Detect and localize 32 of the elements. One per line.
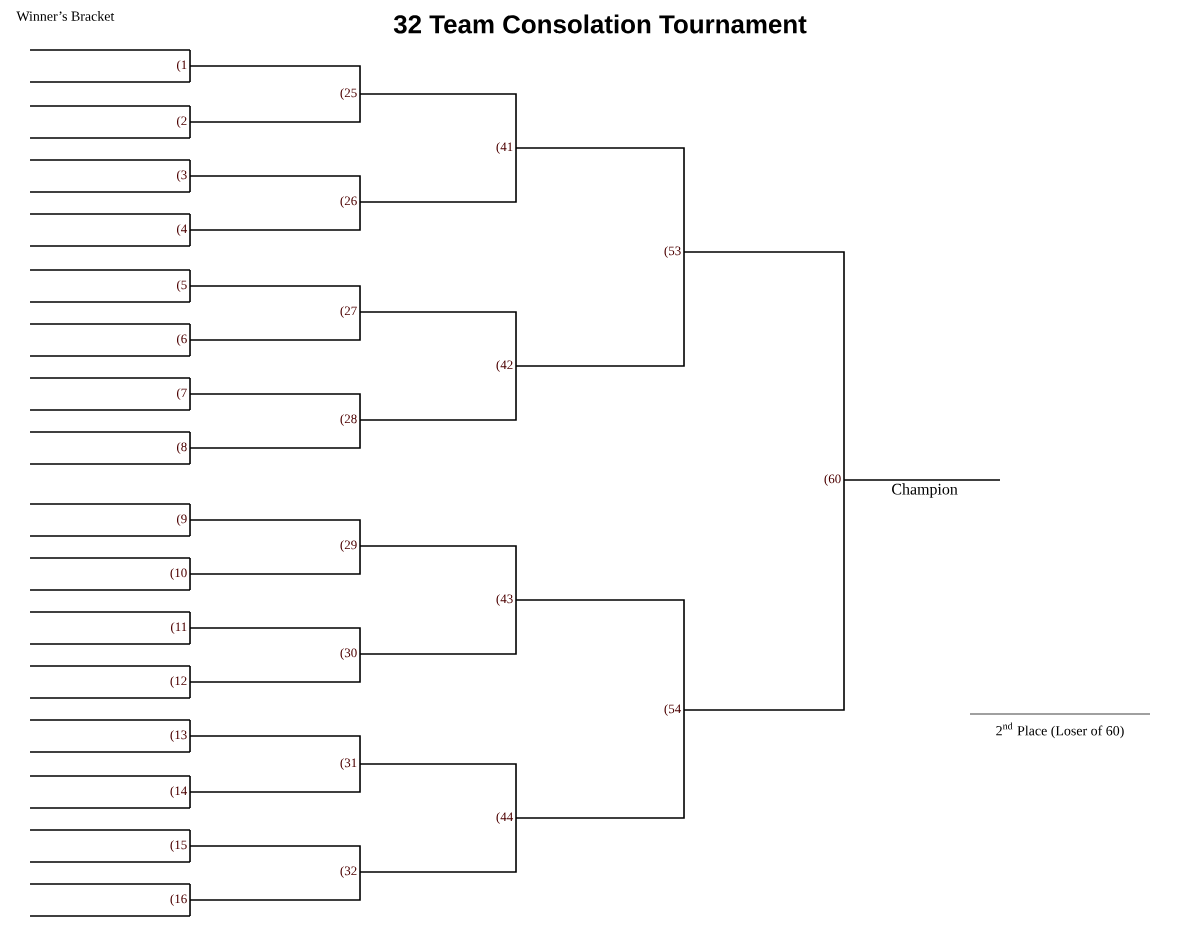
bracket-line — [189, 735, 361, 765]
bracket-line — [189, 175, 361, 203]
bracket-line — [189, 93, 361, 123]
bracket-line — [359, 545, 517, 601]
bracket-line — [189, 871, 361, 901]
bracket-line — [359, 365, 517, 421]
bracket-line — [189, 393, 361, 421]
bracket-line — [359, 93, 517, 149]
bracket-line — [515, 251, 685, 367]
bracket-line — [189, 653, 361, 683]
title: 32 Team Consolation Tournament — [393, 14, 807, 34]
bracket-line — [359, 311, 517, 367]
bracket-line — [189, 285, 361, 313]
bracket-line — [189, 519, 361, 547]
bracket-line — [189, 627, 361, 655]
bracket-line — [359, 763, 517, 819]
bracket-line — [189, 545, 361, 575]
bracket-line — [515, 599, 685, 711]
bracket-line — [359, 817, 517, 873]
bracket-line — [189, 845, 361, 873]
bracket-line — [189, 311, 361, 341]
bracket-line — [515, 709, 685, 819]
bracket-line — [359, 599, 517, 655]
bracket-line — [515, 147, 685, 253]
bracket-line — [683, 251, 845, 481]
bracket-line — [843, 479, 1001, 481]
bracket-line — [189, 419, 361, 449]
bracket-line — [189, 65, 361, 95]
bracket-line — [359, 147, 517, 203]
bracket-line — [683, 479, 845, 711]
bracket-line — [189, 763, 361, 793]
bracket-line — [189, 201, 361, 231]
